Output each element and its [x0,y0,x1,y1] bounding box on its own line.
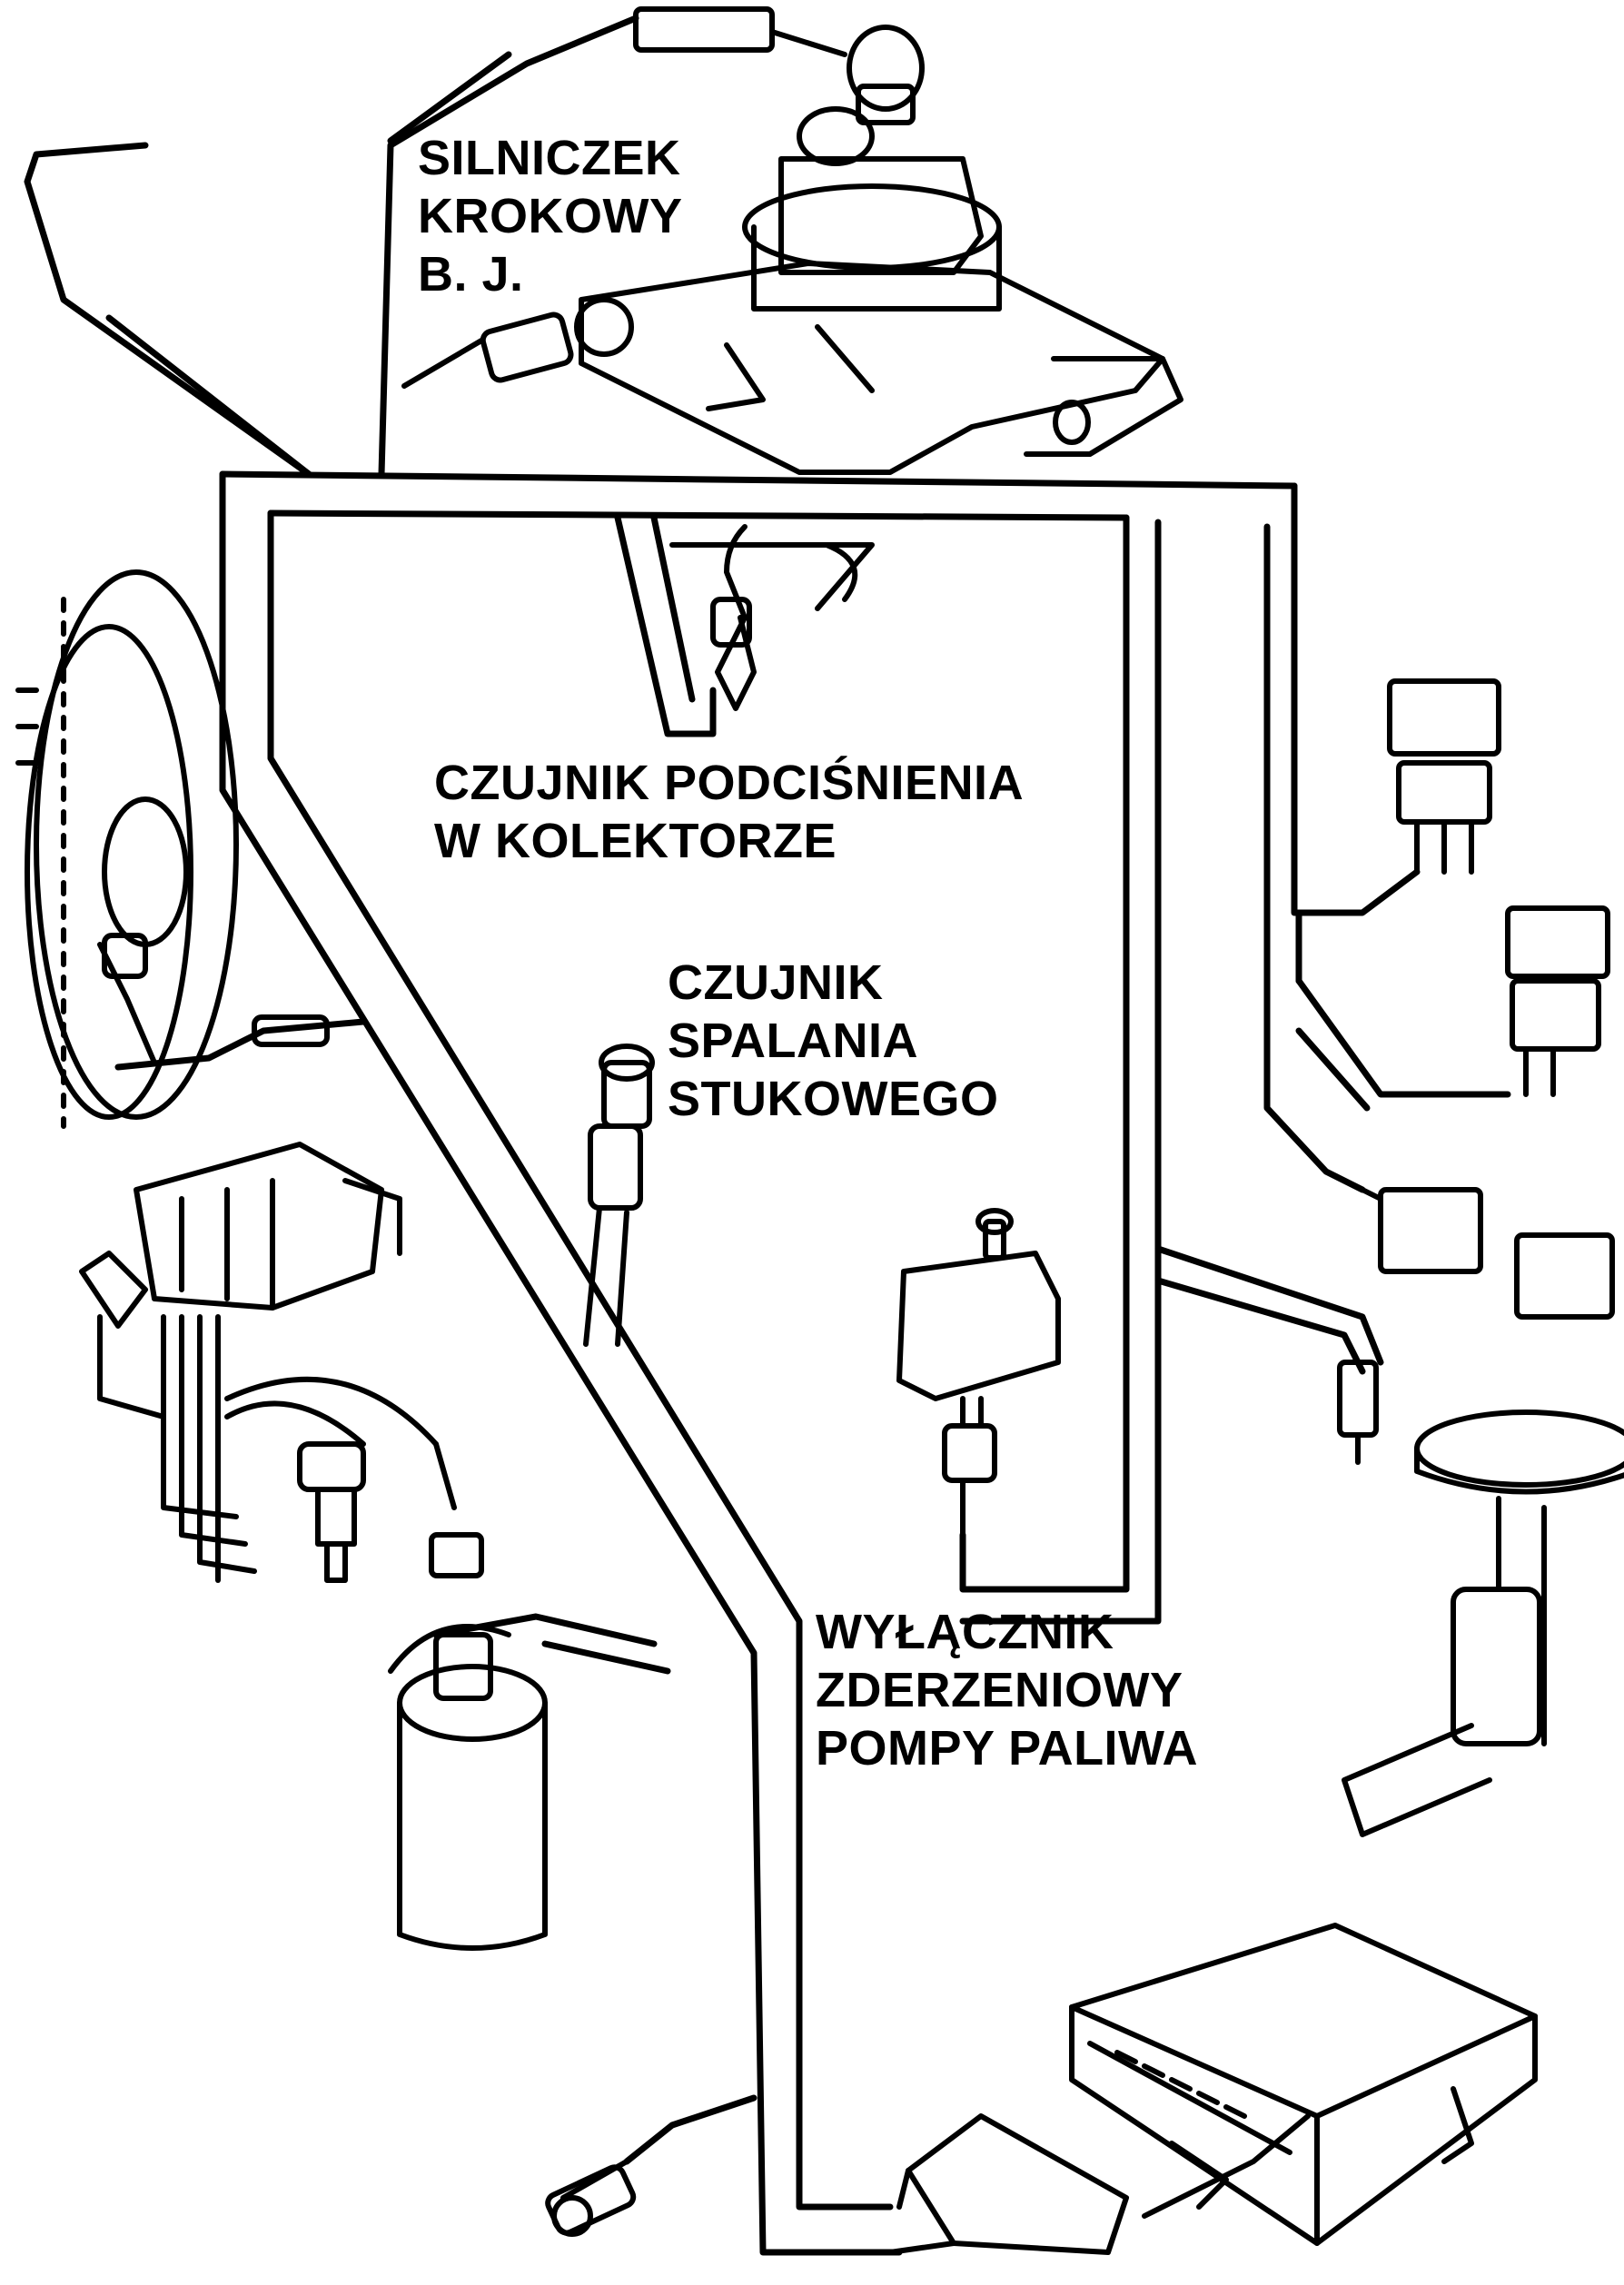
relay-top [1387,678,1501,875]
label-inertia-switch: WYŁĄCZNIK ZDERZENIOWY POMPY PALIWA [816,1603,1198,1777]
label-line: ZDERZENIOWY [816,1663,1183,1717]
label-line: SPALANIA [668,1014,919,1068]
label-line: CZUJNIK [668,955,884,1010]
small-connector-right [1337,1360,1379,1465]
knock-sensor [583,1044,655,1347]
label-knock-sensor: CZUJNIK SPALANIA STUKOWEGO [668,954,999,1128]
relay-middle [1505,905,1610,1097]
map-sensor [669,524,875,711]
label-line: WYŁĄCZNIK [816,1605,1114,1659]
ecu [1069,1923,1538,2246]
label-line: KROKOWY [418,189,683,243]
label-line: POMPY PALIWA [816,1721,1199,1776]
label-line: STUKOWEGO [668,1072,999,1126]
ecu-connector [887,2113,1311,2255]
bottom-connector [545,2159,637,2237]
label-line: CZUJNIK PODCIŚNIENIA [434,756,1025,810]
main-harness [24,15,1511,2256]
fuel-pump [1342,1410,1624,1837]
label-line: W KOLEKTORZE [434,814,837,868]
ignition-coil [388,1624,548,1951]
flywheel [15,569,330,1129]
label-stepper-motor: SILNICZEK KROKOWY B. J. [418,129,682,303]
relay-bottom [1360,1187,1615,1320]
stepper-motor-connector [401,312,574,389]
label-line: B. J. [418,247,524,302]
distributor [79,1142,484,1583]
label-map-sensor: CZUJNIK PODCIŚNIENIA W KOLEKTORZE [434,754,1024,870]
inertia-switch [896,1208,1061,1538]
throttle-body [574,106,1183,475]
label-line: SILNICZEK [418,131,681,185]
top-connector [633,6,925,125]
